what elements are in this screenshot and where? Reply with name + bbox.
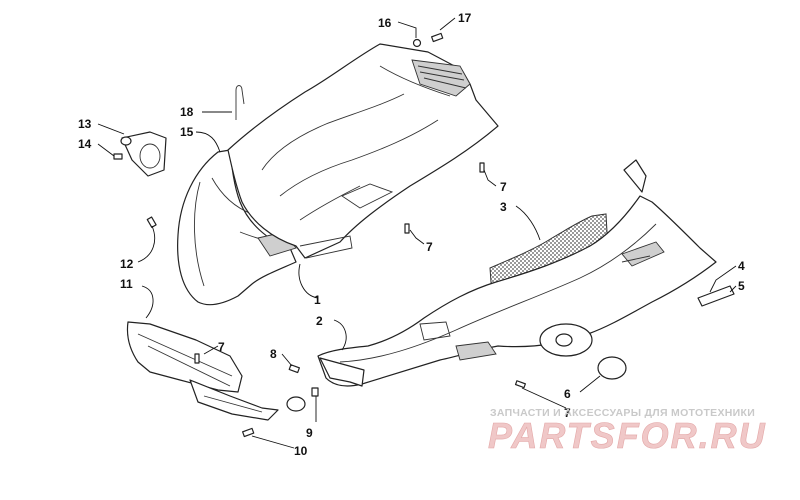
screw-7b [404,223,410,234]
callout-14: 14 [78,137,92,151]
callout-18: 18 [180,105,194,119]
callout-17: 17 [458,11,472,25]
callout-15: 15 [180,125,194,139]
callout-7-top: 7 [500,180,507,194]
callout-2: 2 [316,314,323,328]
side-panel-part [317,159,717,387]
callout-12: 12 [120,257,134,271]
screw-16 [412,38,422,48]
screw-7a [479,162,485,173]
screw-9 [311,387,319,397]
callout-4: 4 [738,259,745,273]
callout-7-mid: 7 [426,240,433,254]
callout-1: 1 [314,293,321,307]
boot-part [120,131,167,177]
callout-6: 6 [564,387,571,401]
leader-lines [97,17,737,449]
screw-7d [514,380,526,389]
round-cap-part [555,333,627,380]
callout-9: 9 [306,426,313,440]
callout-5: 5 [738,279,745,293]
plate-part [697,285,735,307]
belly-pan-part [227,43,499,259]
screw-10 [242,427,255,438]
callout-7-left: 7 [218,340,225,354]
callout-16: 16 [378,16,392,30]
bracket-part [235,85,245,120]
callout-8: 8 [270,347,277,361]
callout-10: 10 [294,444,308,458]
watermark-brand: PARTSFOR.RU [488,415,767,456]
callout-labels: 1 2 3 4 5 6 7 7 7 7 8 9 10 11 12 13 14 1… [78,11,745,458]
screw-8 [288,364,300,374]
callout-11: 11 [120,277,133,291]
screw-7c [194,353,200,364]
screw-12 [146,216,157,228]
fasteners [113,32,526,438]
screw-17 [431,32,444,43]
callout-7-bottom: 7 [564,406,571,420]
screw-14 [113,153,123,160]
watermark-tagline: ЗАПЧАСТИ И АКСЕССУАРЫ ДЛЯ МОТОТЕХНИКИ [490,407,755,419]
small-washer-part [286,396,306,412]
callout-3: 3 [500,200,507,214]
callout-13: 13 [78,117,92,131]
watermark: ЗАПЧАСТИ И АКСЕССУАРЫ ДЛЯ МОТОТЕХНИКИ PA… [488,407,767,456]
front-bumper-part [126,321,279,421]
